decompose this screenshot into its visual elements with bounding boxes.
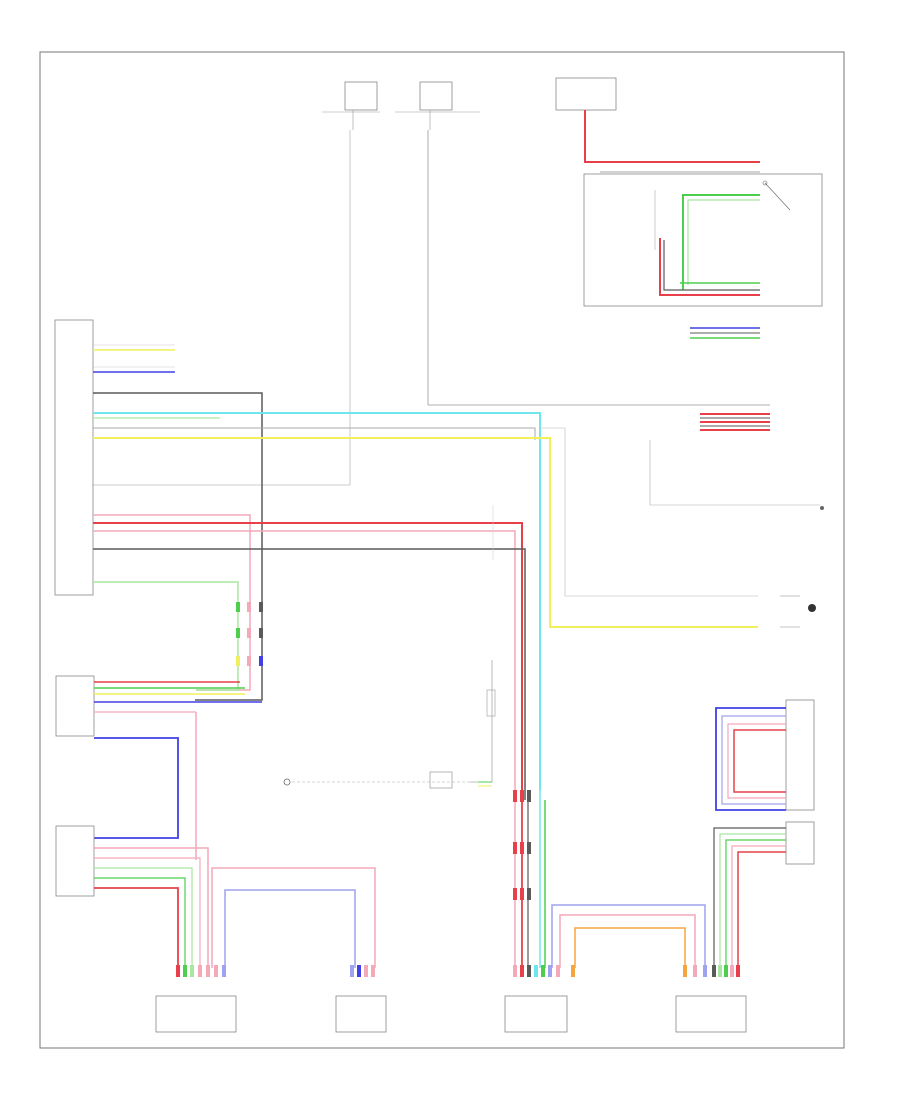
right-connector-group bbox=[700, 413, 770, 431]
fuse-block-3 bbox=[555, 77, 617, 111]
connector-markers-center bbox=[513, 790, 531, 900]
ecu-dark-bus bbox=[93, 392, 263, 701]
left-pink-loop bbox=[211, 867, 376, 968]
buzzer bbox=[780, 595, 816, 628]
connector-markers-bottom-left bbox=[176, 965, 375, 977]
ecu-green-wire bbox=[93, 581, 239, 691]
rear-blue-loop bbox=[94, 737, 179, 839]
fuse-block-1 bbox=[322, 81, 380, 130]
diagram-frame bbox=[39, 51, 845, 1049]
rear-left-sensor-1 bbox=[55, 675, 95, 737]
left-front-sensor bbox=[504, 995, 568, 1033]
left-lightblue-loop bbox=[224, 889, 356, 968]
left-ultrasonic-sensor-2 bbox=[335, 995, 387, 1033]
center-lightblue-loop bbox=[551, 904, 706, 968]
connector-markers-bottom-center bbox=[513, 965, 575, 977]
center-junction bbox=[283, 660, 496, 789]
clearance-sonar-ecu bbox=[54, 319, 94, 596]
right-front-ultrasonic-sensor bbox=[785, 821, 815, 865]
fuse3-red-feed bbox=[584, 110, 760, 163]
ecu-yellow-long bbox=[93, 437, 758, 628]
main-switch-assembly bbox=[583, 173, 823, 307]
right-rear-ultrasonic-sensor bbox=[785, 699, 815, 811]
fuse-block-2 bbox=[395, 81, 480, 130]
center-orange-loop bbox=[574, 927, 686, 968]
connector-markers-bottom-right bbox=[683, 965, 740, 977]
rear-left-sensor-2 bbox=[55, 825, 95, 897]
ecu-pink-wire bbox=[93, 514, 251, 691]
left-ultrasonic-sensor-1 bbox=[155, 995, 237, 1033]
connector-markers-left bbox=[236, 602, 263, 666]
right-front-sensor bbox=[675, 995, 747, 1033]
ecu-cyan-wire bbox=[93, 412, 541, 790]
junction-connector bbox=[649, 440, 820, 506]
ecu-dark-wire-2 bbox=[93, 548, 526, 800]
ecu-gray-wire bbox=[93, 427, 536, 440]
center-pink-loop bbox=[559, 914, 696, 968]
ecu-red-wire bbox=[93, 522, 523, 800]
